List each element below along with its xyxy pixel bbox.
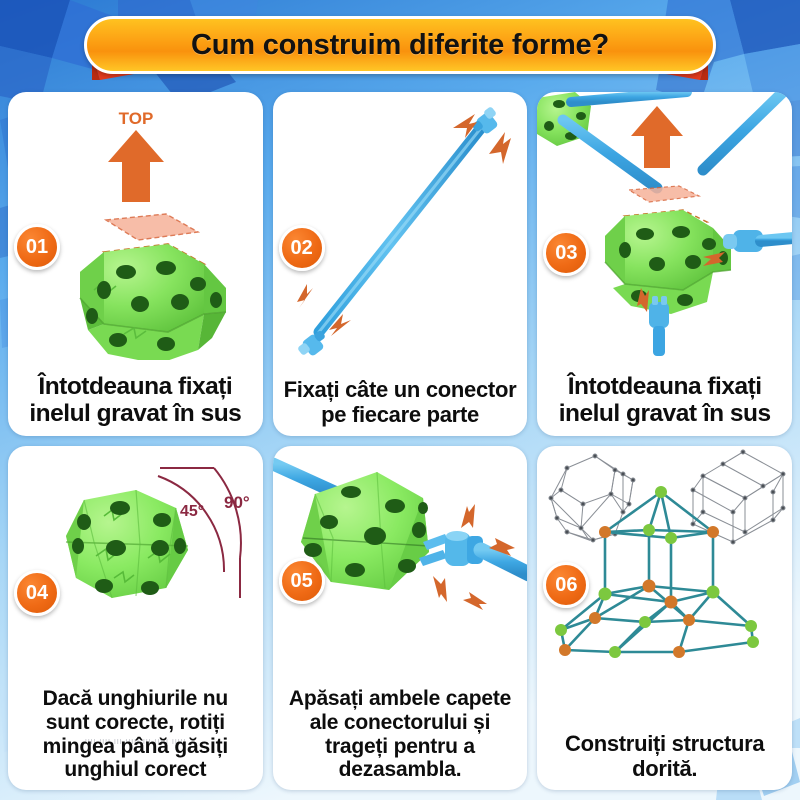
step-06-caption: Construiți structura dorită.: [537, 731, 792, 790]
rod-diagonal: [557, 114, 663, 194]
caption-line: dorită.: [632, 756, 698, 782]
caption-line: ale conectorului și: [309, 710, 491, 734]
page-title: Cum construim diferite forme?: [191, 28, 609, 61]
arrow-up-small-icon: [637, 288, 650, 312]
step-04-caption: Dacă unghiurile nu sunt corecte, rotiți …: [8, 687, 263, 790]
caption-line: Fixați câte un conector: [283, 377, 517, 403]
arrow-down-left-a: [296, 284, 313, 308]
caption-line: Dacă unghiurile nu: [42, 687, 229, 711]
step-card-05[interactable]: 05 Apăsați ambele capete ale conectorulu…: [272, 446, 528, 790]
connector-right: [723, 230, 792, 252]
up-arrow-icon: [108, 130, 164, 202]
step-06-illustration: 06: [537, 446, 792, 732]
fort-structure: [560, 490, 755, 654]
arrow-down-a: [460, 504, 475, 528]
arrow-down-right-a: [462, 592, 487, 610]
blue-rod: [313, 122, 487, 338]
step-number-badge-02: 02: [278, 225, 325, 271]
angle-label-90: 90°: [224, 493, 250, 512]
step-05-illustration: 05: [272, 446, 528, 687]
caption-line: pe fiecare parte: [321, 402, 479, 428]
arrow-up-a: [432, 576, 447, 602]
rod-top-right: [697, 92, 789, 176]
arrow-right-a: [488, 538, 515, 556]
steps-grid: TOP: [8, 92, 792, 790]
caption-line: Construiți structura: [564, 731, 765, 757]
angle-label-45: 45°: [180, 503, 204, 520]
step-card-02[interactable]: 02 Fixați câte un conector pe fiecare pa…: [272, 92, 528, 436]
green-ball: [65, 489, 189, 599]
title-pill: Cum construim diferite forme?: [84, 16, 716, 74]
step-01-illustration: TOP: [8, 92, 263, 373]
caption-line: Întotdeauna fixați: [38, 372, 233, 400]
step-number-badge-06: 06: [543, 562, 590, 608]
arrow-up-right-b: [488, 132, 511, 164]
step-03-illustration: 03: [537, 92, 792, 373]
angle-indicator: [157, 467, 242, 598]
step-03-caption: Întotdeauna fixați inelul gravat în sus: [537, 373, 792, 436]
step-number-badge-05: 05: [278, 558, 325, 604]
step-number-badge-04: 04: [14, 570, 60, 616]
caption-line: trageți pentru a: [325, 734, 475, 758]
connector-bottom: [649, 296, 670, 356]
green-ball: [300, 471, 429, 590]
caption-line: mingea până găsiți: [42, 734, 229, 758]
top-label: TOP: [119, 109, 154, 128]
step-05-caption: Apăsați ambele capete ale conectorului ș…: [273, 687, 528, 790]
caption-line: inelul gravat în sus: [558, 400, 771, 428]
step-number-badge-01: 01: [14, 224, 60, 270]
step-04-illustration: 45° 90°: [8, 446, 263, 687]
step-card-01[interactable]: TOP: [8, 92, 263, 436]
connector-top: [472, 107, 497, 134]
wireframe-house-inset: [690, 449, 786, 545]
rod-upper-left: [272, 457, 346, 501]
connector-assembly: [418, 531, 528, 582]
caption-line: Apăsați ambele capete: [288, 687, 512, 711]
engraved-ring-overlay: [103, 213, 201, 241]
rod-upper: [566, 92, 693, 107]
ball-top-dashed-ring: [622, 209, 710, 231]
step-card-04[interactable]: 45° 90°: [8, 446, 263, 790]
arrow-left-icon: [703, 252, 726, 266]
connector-bottom: [297, 330, 325, 356]
caption-line: unghiul corect: [64, 758, 207, 782]
step-01-caption: Întotdeauna fixați inelul gravat în sus: [8, 373, 263, 436]
caption-line: sunt corecte, rotiți: [45, 710, 225, 734]
wireframe-ball-inset: [548, 453, 636, 543]
caption-line: Întotdeauna fixați: [567, 372, 762, 400]
green-ball: [79, 244, 227, 360]
step-card-06[interactable]: 06 Construiți structura dorită.: [537, 446, 792, 790]
up-arrow-icon: [631, 106, 684, 168]
caption-line: dezasambla.: [338, 758, 462, 782]
arrow-up-right-a: [452, 114, 477, 138]
step-card-03[interactable]: 03 Întotdeauna fixați inelul gravat în s…: [537, 92, 792, 436]
step-02-caption: Fixați câte un conector pe fiecare parte: [273, 377, 528, 436]
step-number-badge-03: 03: [543, 230, 590, 276]
structure-nodes: [555, 486, 760, 658]
page-title-banner: Cum construim diferite forme?: [0, 14, 800, 80]
step-02-illustration: 02: [273, 92, 528, 378]
caption-line: inelul gravat în sus: [29, 400, 242, 428]
engraved-ring-overlay: [627, 185, 702, 203]
arrow-down-left-b: [328, 314, 351, 336]
